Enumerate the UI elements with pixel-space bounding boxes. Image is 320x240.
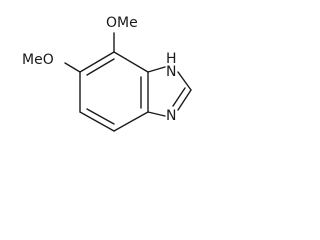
methoxy-top-label: OMe [106,15,138,31]
double-bond-c2-n3 [172,87,186,107]
methoxy-left-label: MeO [22,52,54,68]
bond-c2-n3 [177,89,192,111]
imidazole-ring [147,66,192,117]
double-bond-c4-c5 [86,58,115,76]
benzene-ring [79,51,149,132]
bond-n1-c2 [177,71,192,91]
bond-c7-c7a [113,111,149,132]
bond-c5-ome-left [64,62,81,73]
bond-c4-c5 [79,51,115,73]
bond-c3a-c4 [113,51,149,73]
bond-n3-c7a [147,111,166,117]
nh-hydrogen-label: H [166,51,177,67]
bond-c6-c7 [79,111,115,132]
bond-c3a-n1 [147,66,166,73]
double-bond-c6-c7 [86,108,115,125]
nitrogen-top-label: N [166,64,176,80]
nitrogen-bottom-label: N [166,108,176,124]
molecule-structure: OMe MeO H N N [22,15,192,132]
